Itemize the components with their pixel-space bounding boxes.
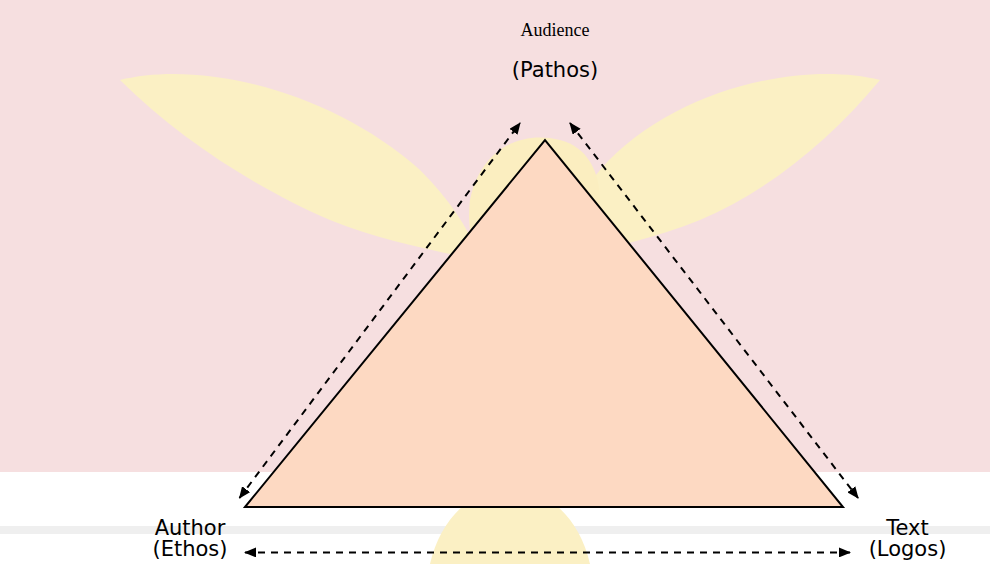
corner-label: Audience (Pathos)	[480, 18, 630, 123]
dashed-double-arrow	[240, 123, 521, 498]
rhetorical-triangle	[245, 140, 843, 507]
appeal-label: (Pathos)	[480, 60, 630, 81]
dashed-double-arrow	[570, 123, 858, 498]
corner-title: Audience	[480, 18, 630, 42]
corner-title: Text	[850, 518, 965, 539]
corner-label: Text(Logos)	[850, 498, 965, 562]
appeal-label: (Logos)	[850, 539, 965, 560]
appeal-label: (Ethos)	[135, 539, 245, 560]
dashed-double-arrow	[245, 551, 850, 553]
corner-title: Author	[135, 518, 245, 539]
eagle-wing-left	[120, 74, 480, 260]
corner-label: Author(Ethos)	[135, 498, 245, 562]
